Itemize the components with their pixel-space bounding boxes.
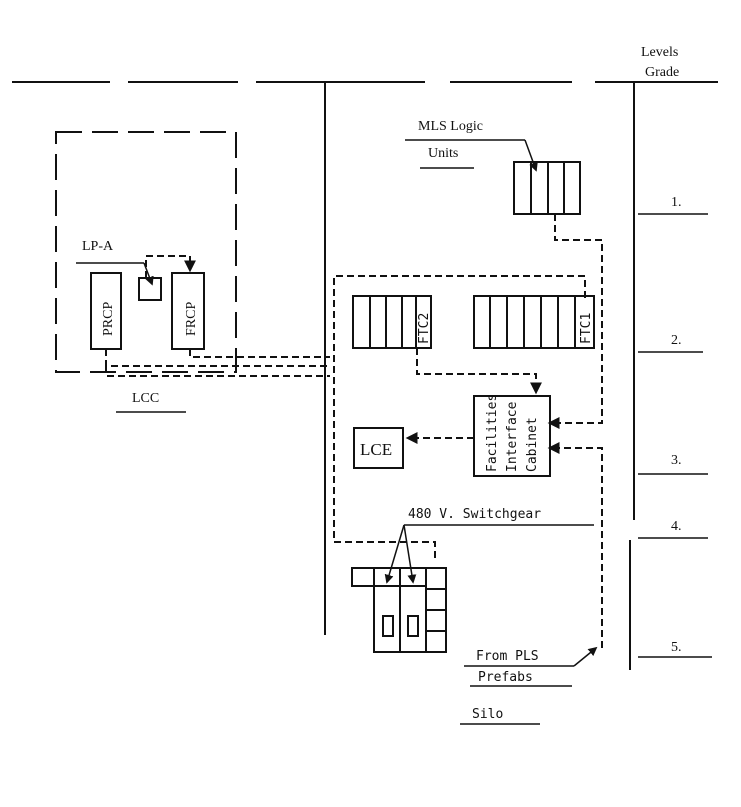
- lcc-enclosure: [55, 131, 237, 373]
- switchgear-leader-right: [403, 524, 417, 584]
- pls-to-fic-wire: [547, 442, 603, 648]
- switchgear-leader-left: [384, 524, 405, 584]
- facilities-interface-cabinet: [473, 395, 551, 477]
- silo-label: Silo: [472, 707, 503, 722]
- svg-text:1.: 1.: [671, 195, 682, 210]
- lcc-cable-upper: [189, 349, 330, 358]
- level-marker-2: 2.: [638, 333, 703, 353]
- lp-a-box: [138, 277, 162, 301]
- level-marker-4: 4.: [638, 519, 708, 539]
- ftc2-rack: [352, 295, 432, 349]
- lp-a-label: LP-A: [82, 239, 114, 254]
- switchgear-cabinet: [351, 567, 447, 653]
- ftc2-label: FTC2: [417, 313, 432, 344]
- svg-text:5.: 5.: [671, 640, 682, 655]
- ftc1-label: FTC1: [579, 313, 594, 344]
- svg-text:3.: 3.: [671, 453, 682, 468]
- from-pls-leader-arrow: [573, 646, 598, 667]
- lce-box: [353, 427, 404, 469]
- svg-text:2.: 2.: [671, 333, 682, 348]
- frcp-cabinet: [171, 272, 205, 350]
- levels-heading: Levels: [641, 45, 678, 60]
- level-marker-5: 5.: [638, 640, 712, 658]
- mls-logic-label: MLS Logic: [418, 119, 483, 134]
- fic-label-line-1: Facilities: [485, 394, 500, 472]
- ftc2-to-fic-wire: [416, 348, 542, 395]
- mls-leader-arrow: [524, 139, 538, 172]
- lcc-label: LCC: [132, 391, 159, 406]
- ftc1-rack: [473, 295, 595, 349]
- fic-label-line-3: Cabinet: [525, 417, 540, 472]
- level-marker-3: 3.: [638, 453, 708, 475]
- levels-column-line: [629, 82, 635, 670]
- lcc-cable-lower: [105, 366, 330, 377]
- lp-a-to-frcp-wire: [145, 255, 196, 278]
- facilities-interface-cabinet-label: Facilities Interface Cabinet: [485, 386, 540, 472]
- switchgear-label: 480 V. Switchgear: [408, 507, 541, 522]
- mls-to-fic-wire: [547, 214, 603, 429]
- frcp-label: FRCP: [184, 302, 199, 336]
- units-label: Units: [428, 146, 458, 161]
- mls-logic-units-rack: [513, 161, 581, 215]
- silo-dashed-loop: [333, 275, 586, 562]
- from-pls-label: From PLS: [476, 649, 539, 664]
- level-marker-1: 1.: [638, 195, 708, 215]
- fic-label-line-2: Interface: [505, 401, 520, 472]
- grade-heading: Grade: [645, 65, 679, 80]
- prcp-label: PRCP: [101, 302, 116, 336]
- lce-label: LCE: [360, 440, 392, 459]
- svg-text:4.: 4.: [671, 519, 682, 534]
- prefabs-label: Prefabs: [478, 670, 533, 685]
